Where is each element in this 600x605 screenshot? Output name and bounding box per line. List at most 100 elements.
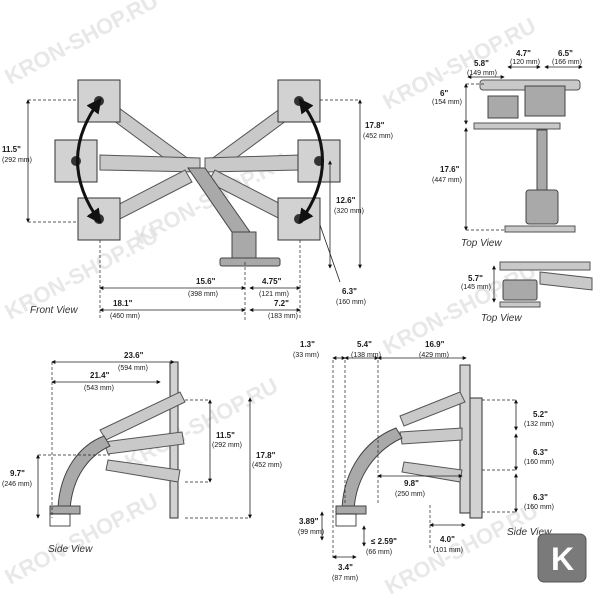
watermark: KRON-SHOP.RU [1, 0, 162, 89]
dimension-label: 11.5" [2, 145, 21, 154]
dimension-label: ≤ 2.59" [371, 537, 397, 546]
arm-segment [399, 427, 463, 445]
view-caption: Front View [30, 305, 78, 316]
base-clamp [335, 505, 367, 515]
watermark: KRON-SHOP.RU [379, 258, 540, 360]
logo-badge [537, 533, 587, 583]
dimension-label: (145 mm) [461, 284, 491, 291]
base-clamp [49, 505, 81, 515]
dimension-label: 5.2" [533, 410, 548, 419]
dimension-label: 4.75" [262, 277, 282, 286]
dimension-label: 11.5" [216, 431, 235, 440]
dimension-label: (87 mm) [332, 575, 358, 582]
view-caption: Side View [507, 527, 552, 538]
view-caption: Top View [481, 313, 522, 324]
front-view: 11.5" (292 mm) 17.8" (452 mm) 12.6" (320… [2, 79, 393, 320]
dimension-label: (460 mm) [110, 313, 140, 320]
dimension-label: (99 mm) [298, 529, 324, 536]
dimension-label: 6.3" [342, 287, 357, 296]
tilt-range-arc [76, 97, 102, 225]
pole [341, 427, 403, 511]
dimension-label: 17.8" [256, 451, 276, 460]
base-clamp [219, 257, 281, 267]
desk-edge [499, 261, 591, 271]
dimension-label: (543 mm) [84, 385, 114, 392]
dimension-label: (452 mm) [363, 133, 393, 140]
arm-segment [103, 431, 185, 455]
arm-segment [105, 459, 181, 483]
dimension-label: (292 mm) [2, 157, 32, 164]
dimension-label: (101 mm) [433, 547, 463, 554]
arm-segment [204, 154, 301, 173]
dimension-label: 17.8" [365, 121, 385, 130]
desk-surface [473, 122, 561, 130]
pole [536, 129, 548, 191]
monitor-mount [487, 95, 519, 119]
side-view-left: 23.6" (594 mm) 21.4" (543 mm) 11.5" (292… [2, 351, 282, 555]
dimension-label: (149 mm) [467, 70, 497, 77]
monitor-mount [524, 85, 566, 117]
dimension-label: (292 mm) [212, 442, 242, 449]
dimension-label: (320 mm) [334, 208, 364, 215]
dimension-label: 17.6" [440, 165, 460, 174]
dimension-label: 7.2" [274, 299, 289, 308]
dimension-label: (447 mm) [432, 177, 462, 184]
dimension-label: 6.5" [558, 49, 573, 58]
top-view-upper: 4.7" (120 mm) 5.8" (149 mm) 6.5" (166 mm… [432, 49, 583, 249]
dimension-label: 6" [440, 89, 448, 98]
dimension-label: 3.4" [338, 563, 353, 572]
pole [57, 435, 111, 511]
dimension-label: 4.7" [516, 49, 531, 58]
watermark: KRON-SHOP.RU [1, 488, 162, 590]
dimension-label: (594 mm) [118, 365, 148, 372]
dimension-label: (452 mm) [252, 462, 282, 469]
dimension-label: (66 mm) [366, 549, 392, 556]
tilt-range-arc [298, 97, 324, 225]
dimension-label: 15.6" [196, 277, 216, 286]
dimension-label: (398 mm) [188, 291, 218, 298]
pole-column [231, 231, 257, 261]
desk-clamp [335, 513, 357, 527]
dimension-label: (138 mm) [351, 352, 381, 359]
dimension-label: 18.1" [113, 299, 133, 308]
clamp [525, 189, 559, 225]
arm-segment [399, 391, 466, 427]
dimension-label: 9.7" [10, 469, 25, 478]
monitor-profile [469, 397, 483, 519]
dimension-label: (183 mm) [268, 313, 298, 320]
dimension-label: (160 mm) [524, 504, 554, 511]
dimension-label: (166 mm) [552, 59, 582, 66]
dimension-label: 4.0" [440, 535, 455, 544]
dimension-label: 12.6" [336, 196, 356, 205]
dimension-label: 3.89" [299, 517, 319, 526]
dimension-label: (160 mm) [524, 459, 554, 466]
dimension-label: 1.3" [300, 340, 315, 349]
top-view-lower: 5.7" (145 mm) Top View [461, 261, 593, 324]
side-view-right: 1.3" (33 mm) 5.4" (138 mm) 16.9" (429 mm… [293, 340, 554, 582]
clamp-plate [499, 301, 541, 308]
clamp-plate [504, 225, 576, 233]
clamp [502, 279, 538, 301]
dimension-label: 6.3" [533, 448, 548, 457]
dimension-label: (154 mm) [432, 99, 462, 106]
logo-letter: K [551, 541, 574, 577]
dimension-label: 5.8" [474, 59, 489, 68]
view-caption: Top View [461, 238, 502, 249]
dimension-label: (429 mm) [419, 352, 449, 359]
dimension-label: (132 mm) [524, 421, 554, 428]
dimension-label: (120 mm) [510, 59, 540, 66]
dimension-label: (33 mm) [293, 352, 319, 359]
shop-logo: K [537, 533, 587, 583]
dimension-label: 9.8" [404, 479, 419, 488]
dimension-label: 5.4" [357, 340, 372, 349]
dimension-label: 23.6" [124, 351, 144, 360]
dimension-label: 5.7" [468, 274, 483, 283]
view-caption: Side View [48, 544, 93, 555]
dimension-label: (160 mm) [336, 299, 366, 306]
arm-top [539, 271, 593, 291]
dimension-label: (250 mm) [395, 491, 425, 498]
desk-clamp [49, 513, 71, 527]
dimension-label: 16.9" [425, 340, 445, 349]
